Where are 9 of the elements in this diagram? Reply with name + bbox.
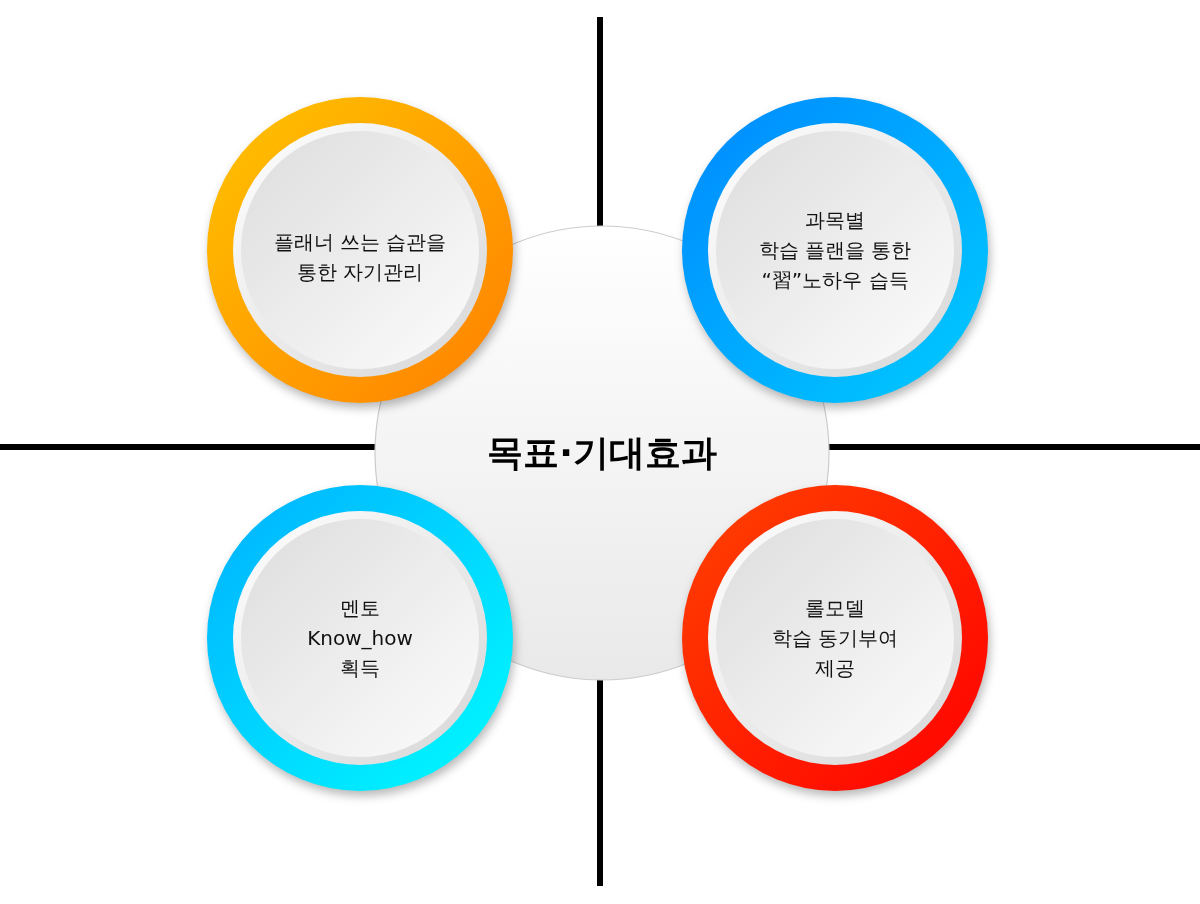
circle-label: 과목별 학습 플랜을 통한 “習”노하우 습득 (758, 207, 912, 294)
ring-circle (207, 485, 513, 791)
circle-label: 롤모델 학습 동기부여 제공 (771, 595, 899, 682)
circle-label: 멘토 Know_how 획득 (307, 595, 413, 682)
circle-label: 플래너 쓰는 습관을 통한 자기관리 (273, 229, 447, 286)
hub-label: 목표·기대효과 (487, 431, 717, 475)
ring-circle (682, 97, 988, 403)
ring-circle (207, 97, 513, 403)
ring-circle (682, 485, 988, 791)
